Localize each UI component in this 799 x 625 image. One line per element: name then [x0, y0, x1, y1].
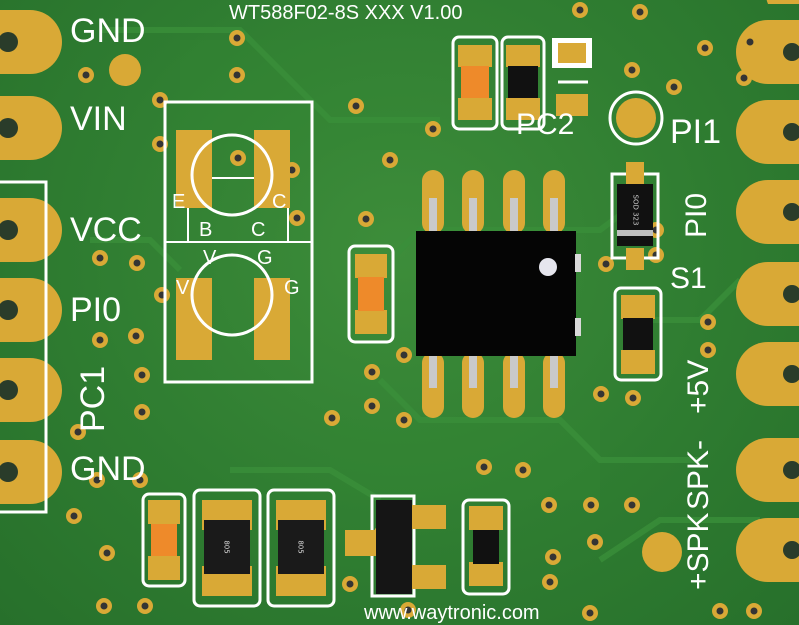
label-gnd-top: GND [70, 12, 146, 50]
diode-marking: SOD 323 [631, 194, 640, 226]
label-spk-minus: SPK- [682, 439, 715, 510]
label-pi1: PI1 [670, 113, 722, 151]
label-pc1: PC1 [74, 365, 112, 432]
footprint-letter-e: E [172, 191, 186, 213]
pad-right-2 [736, 100, 799, 164]
connector-outline [0, 180, 48, 514]
inductor-2-marking: 805 [296, 540, 305, 554]
right-pad-holes [783, 43, 799, 559]
footprint-letter-b: B [199, 219, 213, 241]
inductor-805-pair [192, 488, 336, 608]
sot23-regulator [345, 494, 446, 598]
cap-bottom-right [461, 498, 511, 596]
test-points [109, 54, 682, 572]
pad-spk-minus [736, 438, 799, 502]
diode-sod323 [610, 162, 660, 270]
label-pi0-left: PI0 [70, 291, 122, 329]
label-spk-plus: +SPK [682, 512, 715, 590]
pad-vin [0, 96, 62, 160]
main-ic-sop8 [416, 170, 581, 418]
label-s1: S1 [670, 262, 707, 295]
resistor-left-mid [347, 244, 395, 344]
pad-right-top [766, 0, 799, 4]
label-gnd-bottom: GND [70, 450, 146, 488]
pad-gnd-top [0, 10, 62, 74]
footprint-letter-c1: C [272, 191, 287, 213]
resistor-bottom-left [141, 492, 187, 588]
label-pi0-right: PI0 [680, 192, 713, 238]
left-edge-pads [0, 10, 62, 504]
footprint-letter-g1: G [257, 247, 273, 269]
board-title: WT588F02-8S XXX V1.00 [229, 2, 463, 24]
label-vcc: VCC [70, 211, 142, 249]
pi1-testpoint-ring [608, 90, 664, 146]
inductor-1-marking: 805 [222, 540, 231, 554]
pad-spk-plus [736, 518, 799, 582]
dual-footprint [163, 100, 314, 384]
label-vin: VIN [70, 100, 127, 138]
footprint-letter-g2: G [284, 277, 300, 299]
left-pad-holes [0, 32, 18, 482]
top-smd-group [451, 35, 592, 131]
label-plus5v: +5V [682, 359, 715, 414]
pad-5v [736, 342, 799, 406]
footprint-letter-v2: V [176, 277, 190, 299]
label-pc2: PC2 [516, 108, 575, 141]
pad-pi0-right [736, 180, 799, 244]
resistor-s1 [613, 286, 663, 382]
right-edge-pads [736, 0, 799, 582]
footprint-letter-c2: C [251, 219, 266, 241]
website-url: www.waytronic.com [364, 602, 540, 624]
footprint-letter-v: V [203, 247, 217, 269]
pad-s1 [736, 262, 799, 326]
